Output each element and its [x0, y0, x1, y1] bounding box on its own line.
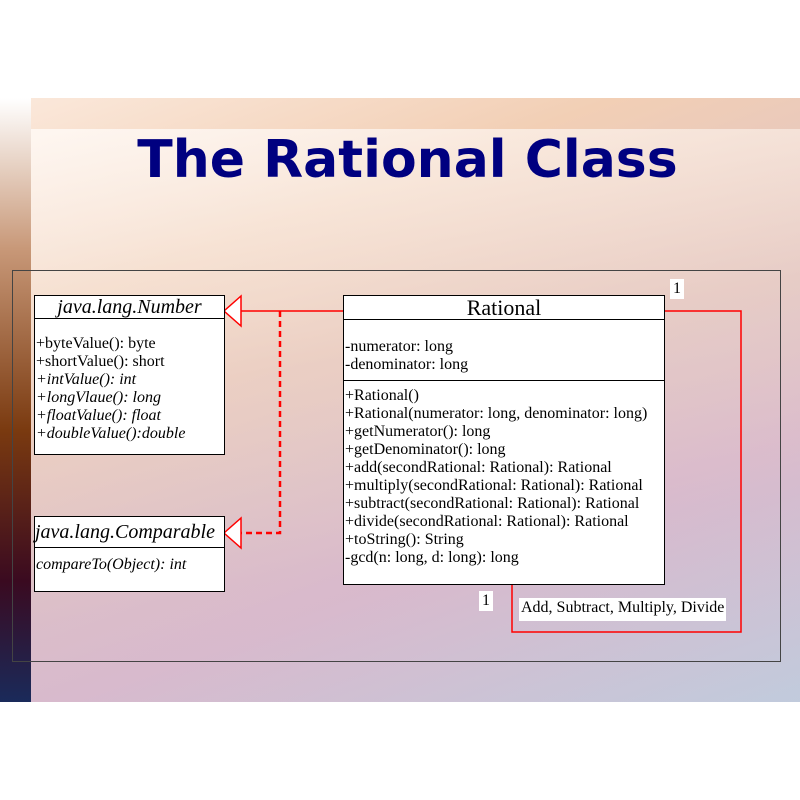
method: +getNumerator(): long — [345, 423, 491, 440]
realization-line — [241, 311, 282, 535]
association-label: Add, Subtract, Multiply, Divide — [519, 598, 727, 621]
rational-class-box[interactable]: Rational -numerator: long -denominator: … — [343, 295, 665, 585]
method: +floatValue(): float — [36, 407, 161, 424]
number-class-box[interactable]: java.lang.Number +byteValue(): byte +sho… — [34, 295, 225, 455]
rational-fields: -numerator: long -denominator: long — [344, 320, 664, 381]
number-methods: +byteValue(): byte +shortValue(): short … — [35, 319, 224, 443]
method: +intValue(): int — [36, 371, 137, 388]
method: +subtract(secondRational: Rational): Rat… — [345, 495, 640, 512]
method: compareTo(Object): int — [36, 556, 187, 573]
comparable-class-name: java.lang.Comparable — [35, 517, 224, 548]
method: +byteValue(): byte — [36, 335, 156, 352]
method: +add(secondRational: Rational): Rational — [345, 459, 612, 476]
self-association-line — [511, 310, 742, 633]
realization-arrowhead — [222, 516, 242, 550]
method: +longVlaue(): long — [36, 389, 161, 406]
rational-class-name: Rational — [344, 296, 664, 320]
diagram-frame — [12, 270, 781, 662]
field: -denominator: long — [345, 356, 469, 373]
method: +shortValue(): short — [36, 353, 165, 370]
multiplicity-bottom: 1 — [479, 591, 493, 611]
method: +Rational() — [345, 387, 419, 404]
left-decor-strip — [0, 98, 31, 702]
number-class-name: java.lang.Number — [35, 296, 224, 319]
method: +toString(): String — [345, 531, 464, 548]
method: +getDenominator(): long — [345, 441, 506, 458]
method: +multiply(secondRational: Rational): Rat… — [345, 477, 643, 494]
method: -gcd(n: long, d: long): long — [345, 549, 519, 566]
method: +Rational(numerator: long, denominator: … — [345, 405, 648, 422]
method: +divide(secondRational: Rational): Ratio… — [345, 513, 629, 530]
multiplicity-top: 1 — [670, 279, 684, 299]
method: +doubleValue():double — [36, 425, 186, 442]
field: -numerator: long — [345, 338, 453, 355]
generalization-arrowhead — [222, 294, 242, 328]
slide-title: The Rational Class — [137, 130, 678, 190]
rational-methods: +Rational() +Rational(numerator: long, d… — [344, 381, 664, 567]
comparable-class-box[interactable]: java.lang.Comparable compareTo(Object): … — [34, 516, 225, 592]
